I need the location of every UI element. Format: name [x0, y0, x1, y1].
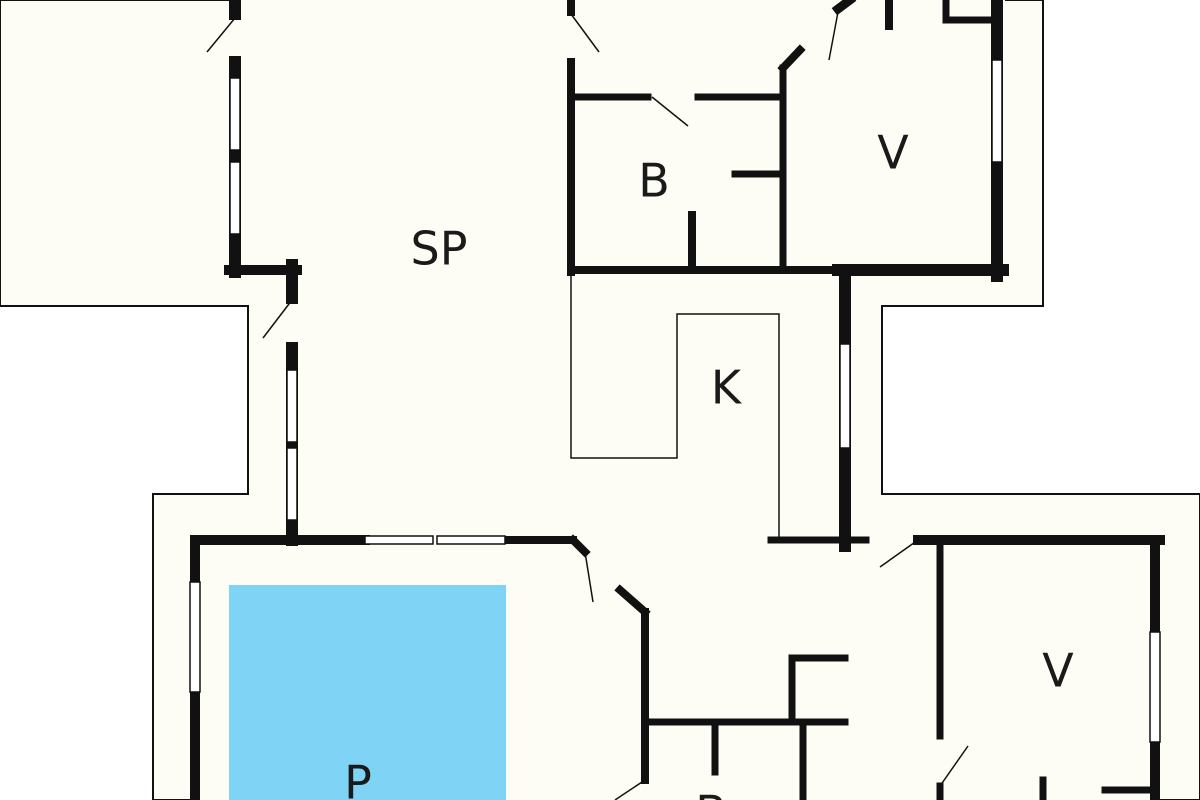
window	[839, 343, 851, 449]
window	[991, 59, 1003, 163]
windows	[189, 59, 1161, 743]
room-label-p: P	[344, 756, 372, 800]
door	[939, 745, 969, 787]
door	[651, 96, 689, 127]
door	[614, 779, 646, 800]
door	[570, 13, 600, 53]
window	[1149, 631, 1161, 743]
door	[262, 299, 293, 339]
window	[436, 535, 506, 545]
room-label-v-top: V	[877, 126, 909, 180]
door	[828, 11, 839, 61]
room-label-b-top: B	[638, 154, 670, 208]
kitchen-counter	[570, 274, 780, 537]
window	[364, 535, 434, 545]
house-floor-top	[235, 0, 1005, 276]
pool	[229, 585, 506, 800]
window	[189, 581, 201, 693]
room-label-sp: SP	[411, 222, 468, 276]
room-label-b-bottom: B	[695, 786, 727, 800]
room-label-v-bottom: V	[1042, 644, 1074, 698]
door	[879, 539, 919, 568]
door	[206, 17, 236, 53]
window	[229, 161, 241, 235]
window	[286, 447, 298, 521]
room-label-k: K	[711, 361, 743, 415]
door	[584, 551, 594, 603]
doors	[206, 11, 969, 800]
window	[286, 369, 298, 443]
window	[229, 77, 241, 151]
house-floor-middle	[292, 270, 847, 540]
